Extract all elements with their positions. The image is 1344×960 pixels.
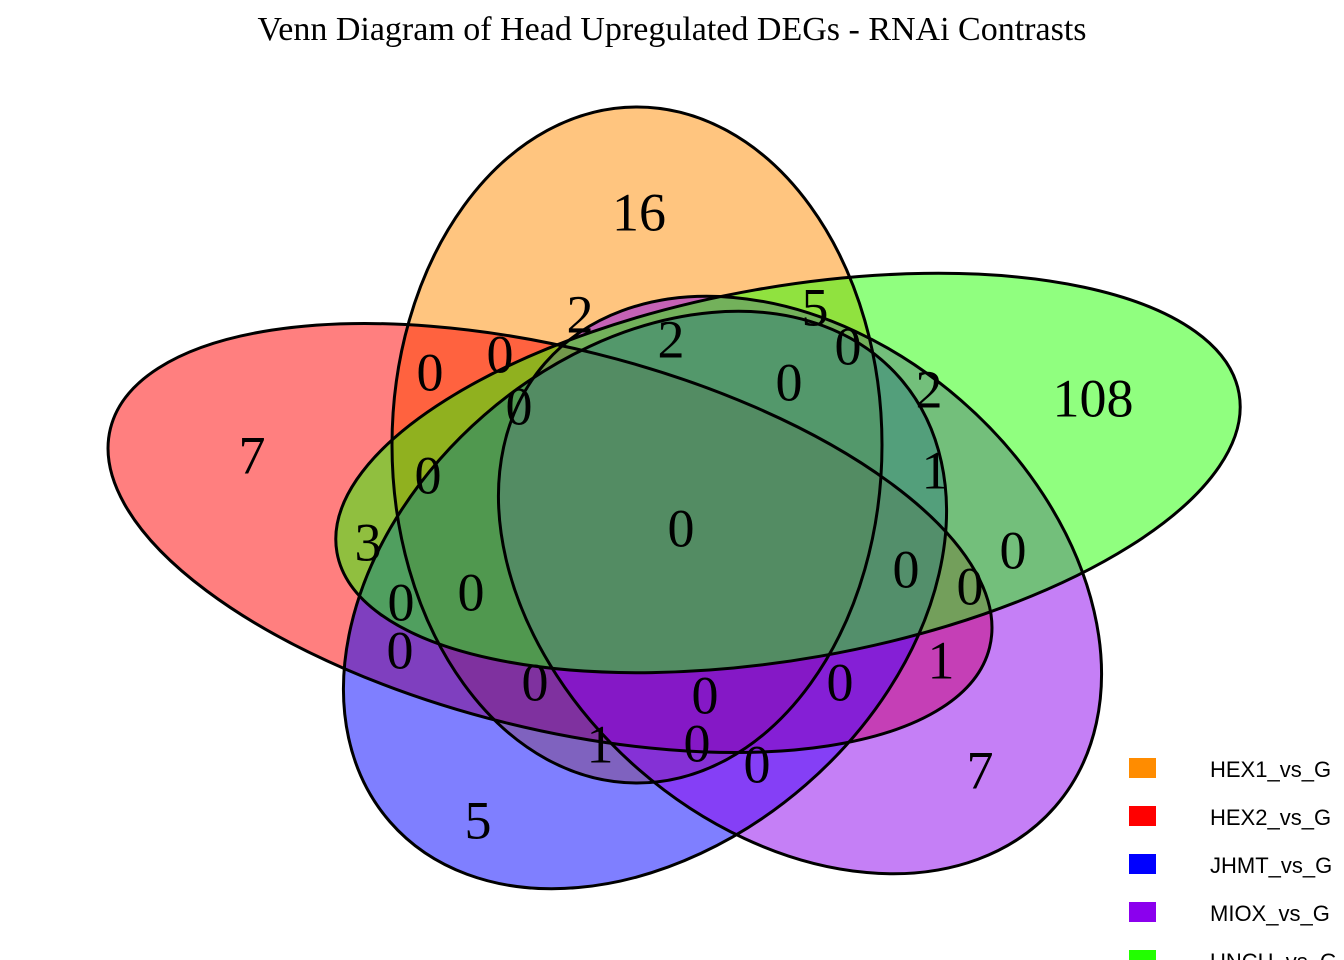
count-region: 5: [802, 277, 829, 337]
count-region: 0: [692, 665, 719, 725]
legend: HEX1_vs_G HEX2_vs_G JHMT_vs_G MIOX_vs_G …: [1129, 757, 1337, 960]
count-region: 0: [415, 445, 442, 505]
count-region: 2: [658, 309, 685, 369]
count-region: 0: [387, 620, 414, 680]
diagram-title: Venn Diagram of Head Upregulated DEGs - …: [257, 11, 1086, 48]
legend-swatch-jhmt: [1129, 854, 1156, 874]
count-region: 0: [458, 562, 485, 622]
legend-swatch-miox: [1129, 902, 1156, 922]
count-all-five: 0: [668, 498, 695, 558]
set-outline-hex1: [390, 105, 884, 785]
region-counts: 16 108 7 5 7 2 5 0 2 0 0 2 0 1 0 0 3 0 0…: [239, 182, 1134, 850]
count-region: 0: [776, 352, 803, 412]
count-region: 0: [893, 539, 920, 599]
count-hex1-only: 16: [612, 182, 666, 242]
count-jhmt-only: 5: [465, 790, 492, 850]
legend-swatch-hex2: [1129, 806, 1156, 826]
count-region: 0: [957, 556, 984, 616]
count-region: 0: [684, 713, 711, 773]
count-region: 0: [1000, 520, 1027, 580]
legend-label-jhmt: JHMT_vs_G: [1210, 853, 1332, 878]
set-outline-miox: [496, 294, 1104, 876]
count-region: 1: [928, 630, 955, 690]
set-outlines: [106, 105, 1242, 891]
count-region: 2: [567, 284, 594, 344]
count-region: 0: [744, 734, 771, 794]
count-region: 0: [487, 324, 514, 384]
legend-label-hex2: HEX2_vs_G: [1210, 805, 1331, 830]
count-region: 0: [506, 376, 533, 436]
legend-swatch-hex1: [1129, 758, 1156, 778]
set-ellipse-unch: [335, 273, 1241, 673]
set-outline-hex2: [106, 322, 994, 754]
set-outline-jhmt: [341, 309, 949, 891]
venn-sets: [108, 107, 1241, 889]
count-miox-only: 7: [967, 740, 994, 800]
count-region: 0: [388, 572, 415, 632]
count-region: 1: [922, 440, 949, 500]
legend-label-unch: UNCH_vs_G: [1210, 949, 1337, 960]
set-outline-unch: [334, 271, 1242, 675]
count-region: 0: [835, 316, 862, 376]
count-region: 2: [916, 359, 943, 419]
count-unch-only: 108: [1053, 368, 1134, 428]
count-region: 0: [417, 342, 444, 402]
count-region: 0: [522, 652, 549, 712]
count-region: 0: [827, 652, 854, 712]
legend-swatch-unch: [1129, 950, 1156, 960]
count-hex2-only: 7: [239, 425, 266, 485]
legend-label-miox: MIOX_vs_G: [1210, 901, 1330, 926]
legend-label-hex1: HEX1_vs_G: [1210, 757, 1331, 782]
count-region: 3: [355, 512, 382, 572]
count-region: 1: [587, 714, 614, 774]
